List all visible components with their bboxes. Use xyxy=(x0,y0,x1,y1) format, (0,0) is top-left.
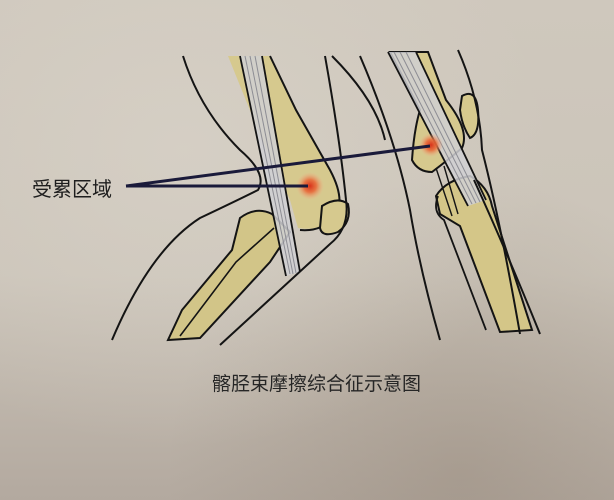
left-patella xyxy=(318,199,350,236)
left-knee-panel xyxy=(111,55,386,346)
right-iliotibial-band xyxy=(387,51,487,217)
affected-area-label: 受累区域 xyxy=(32,177,112,201)
annotation-leader-lines xyxy=(125,144,431,188)
left-affected-spot xyxy=(296,172,324,200)
right-leg-outline-front xyxy=(457,49,521,335)
right-leg-outline-back xyxy=(359,55,441,341)
right-fibula xyxy=(435,195,487,331)
left-leg-outline-front xyxy=(219,55,348,346)
left-leg-outline-back xyxy=(111,55,262,341)
right-knee-panel xyxy=(359,49,541,341)
diagram-caption: 髂胫束摩擦综合征示意图 xyxy=(212,373,422,395)
left-tibia xyxy=(166,209,292,342)
right-affected-spot xyxy=(419,133,443,157)
